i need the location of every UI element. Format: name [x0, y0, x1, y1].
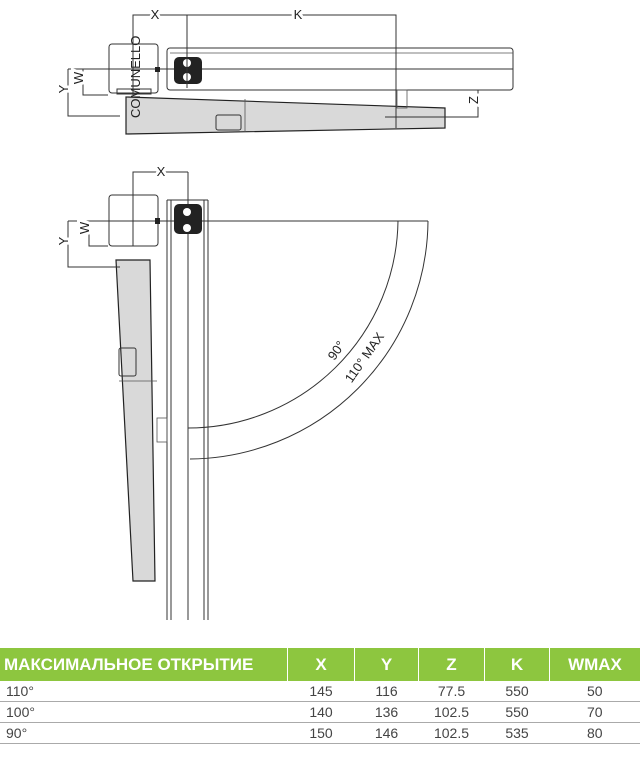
cell: 140 [287, 701, 355, 723]
col-max-opening: МАКСИМАЛЬНОЕ ОТКРЫТИЕ [0, 648, 288, 681]
dim-z-label: Z [466, 96, 481, 104]
dim-w-label: W [71, 71, 86, 84]
cell: 50 [549, 681, 640, 702]
angle-110-label: 110° MAX [342, 329, 388, 385]
actuator-body-top [125, 96, 446, 135]
col-k: K [484, 648, 550, 681]
cell: 90° [0, 722, 288, 744]
cell: 550 [484, 681, 550, 702]
cell: 100° [0, 701, 288, 723]
actuator-body-side [115, 259, 156, 582]
dimensions-table: МАКСИМАЛЬНОЕ ОТКРЫТИЕ X Y Z K WMAX 110°1… [0, 648, 640, 744]
cell: 550 [484, 701, 550, 723]
dim-x-label: X [151, 7, 160, 22]
col-z: Z [418, 648, 485, 681]
hinge-bracket-top [174, 57, 202, 84]
cell: 110° [0, 681, 288, 702]
dim-w-label-side: W [77, 221, 92, 234]
cell: 70 [549, 701, 640, 723]
cell: 102.5 [418, 701, 485, 723]
col-x: X [287, 648, 355, 681]
cell: 136 [354, 701, 419, 723]
brand-label: COMUNELLO [128, 36, 143, 118]
cell: 77.5 [418, 681, 485, 702]
cell: 146 [354, 722, 419, 744]
open-position-view: X Y W 90° 110° MAX [53, 161, 429, 620]
angle-90-label: 90° [325, 338, 349, 363]
cell: 116 [354, 681, 419, 702]
table-header-row: МАКСИМАЛЬНОЕ ОТКРЫТИЕ X Y Z K WMAX [0, 648, 640, 681]
cell: 145 [287, 681, 355, 702]
col-wmax: WMAX [549, 648, 640, 681]
closed-position-view: COMUNELLO X K Y W Z [53, 4, 514, 135]
dim-y-label-side: Y [56, 236, 71, 245]
arc-90 [187, 220, 399, 429]
cell: 150 [287, 722, 355, 744]
col-y: Y [354, 648, 419, 681]
cell: 80 [549, 722, 640, 744]
hinge-bracket-side [174, 204, 202, 234]
installation-diagram: COMUNELLO X K Y W Z X Y W [53, 4, 514, 620]
dim-k-label: K [294, 7, 303, 22]
dim-x-label-side: X [157, 164, 166, 179]
cell: 102.5 [418, 722, 485, 744]
cell: 535 [484, 722, 550, 744]
arc-110 [189, 220, 429, 460]
dim-y-label: Y [56, 84, 71, 93]
